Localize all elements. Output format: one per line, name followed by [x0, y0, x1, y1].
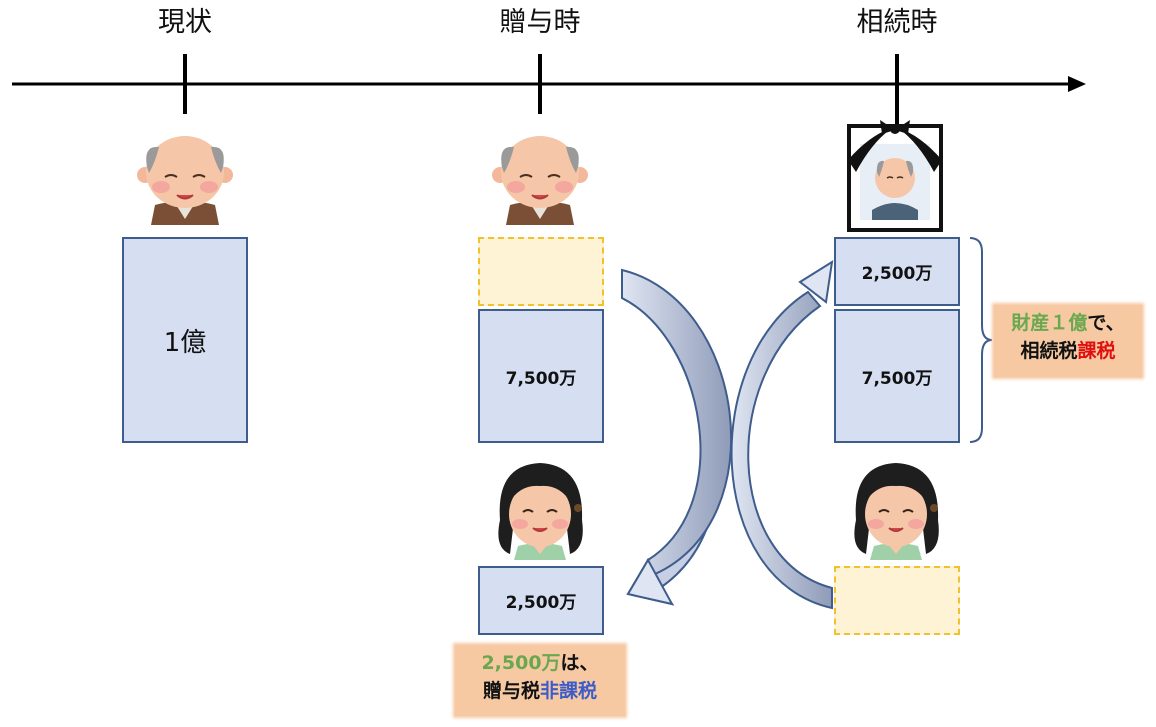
inheritance-tax-note: 財産１億で、 相続税課税 — [994, 305, 1142, 377]
gift-tax-note: 2,500万は、 贈与税非課税 — [455, 645, 625, 716]
asset-box-inheritance-remaining: 7,500万 — [834, 309, 960, 443]
asset-box-current: 1億 — [122, 237, 248, 443]
asset-box-gift-recipient: 2,500万 — [478, 566, 604, 635]
memorial-portrait-icon — [847, 120, 943, 232]
inheritance-note-prefix: 相続税 — [1020, 340, 1078, 362]
timeline — [12, 54, 1086, 126]
empty-asset-slot-gift — [478, 237, 604, 306]
grandfather-icon — [492, 136, 588, 225]
empty-asset-slot-inheritance — [834, 566, 960, 635]
bracket — [969, 237, 993, 443]
gift-note-amount: 2,500万 — [481, 652, 561, 674]
phase-label-gift: 贈与時 — [499, 7, 581, 38]
phase-label-current: 現状 — [158, 7, 212, 38]
inheritance-note-suffix: で、 — [1087, 312, 1125, 334]
inheritance-note-amount: 財産１億 — [1011, 312, 1088, 334]
inheritance-note-emphasis: 課税 — [1077, 340, 1116, 362]
inheritance-arrow-icon — [730, 260, 834, 610]
gift-note-mid: は、 — [560, 652, 599, 674]
asset-box-inheritance-returned: 2,500万 — [834, 237, 960, 306]
asset-box-gift-grandfather: 7,500万 — [478, 309, 604, 443]
woman-icon — [498, 463, 583, 560]
gift-note-prefix: 贈与税 — [482, 680, 540, 702]
grandfather-icon — [137, 136, 233, 225]
gift-arrow-icon — [621, 268, 733, 606]
gift-note-emphasis: 非課税 — [540, 680, 598, 702]
woman-icon — [854, 463, 939, 560]
phase-label-inheritance: 相続時 — [856, 7, 938, 38]
